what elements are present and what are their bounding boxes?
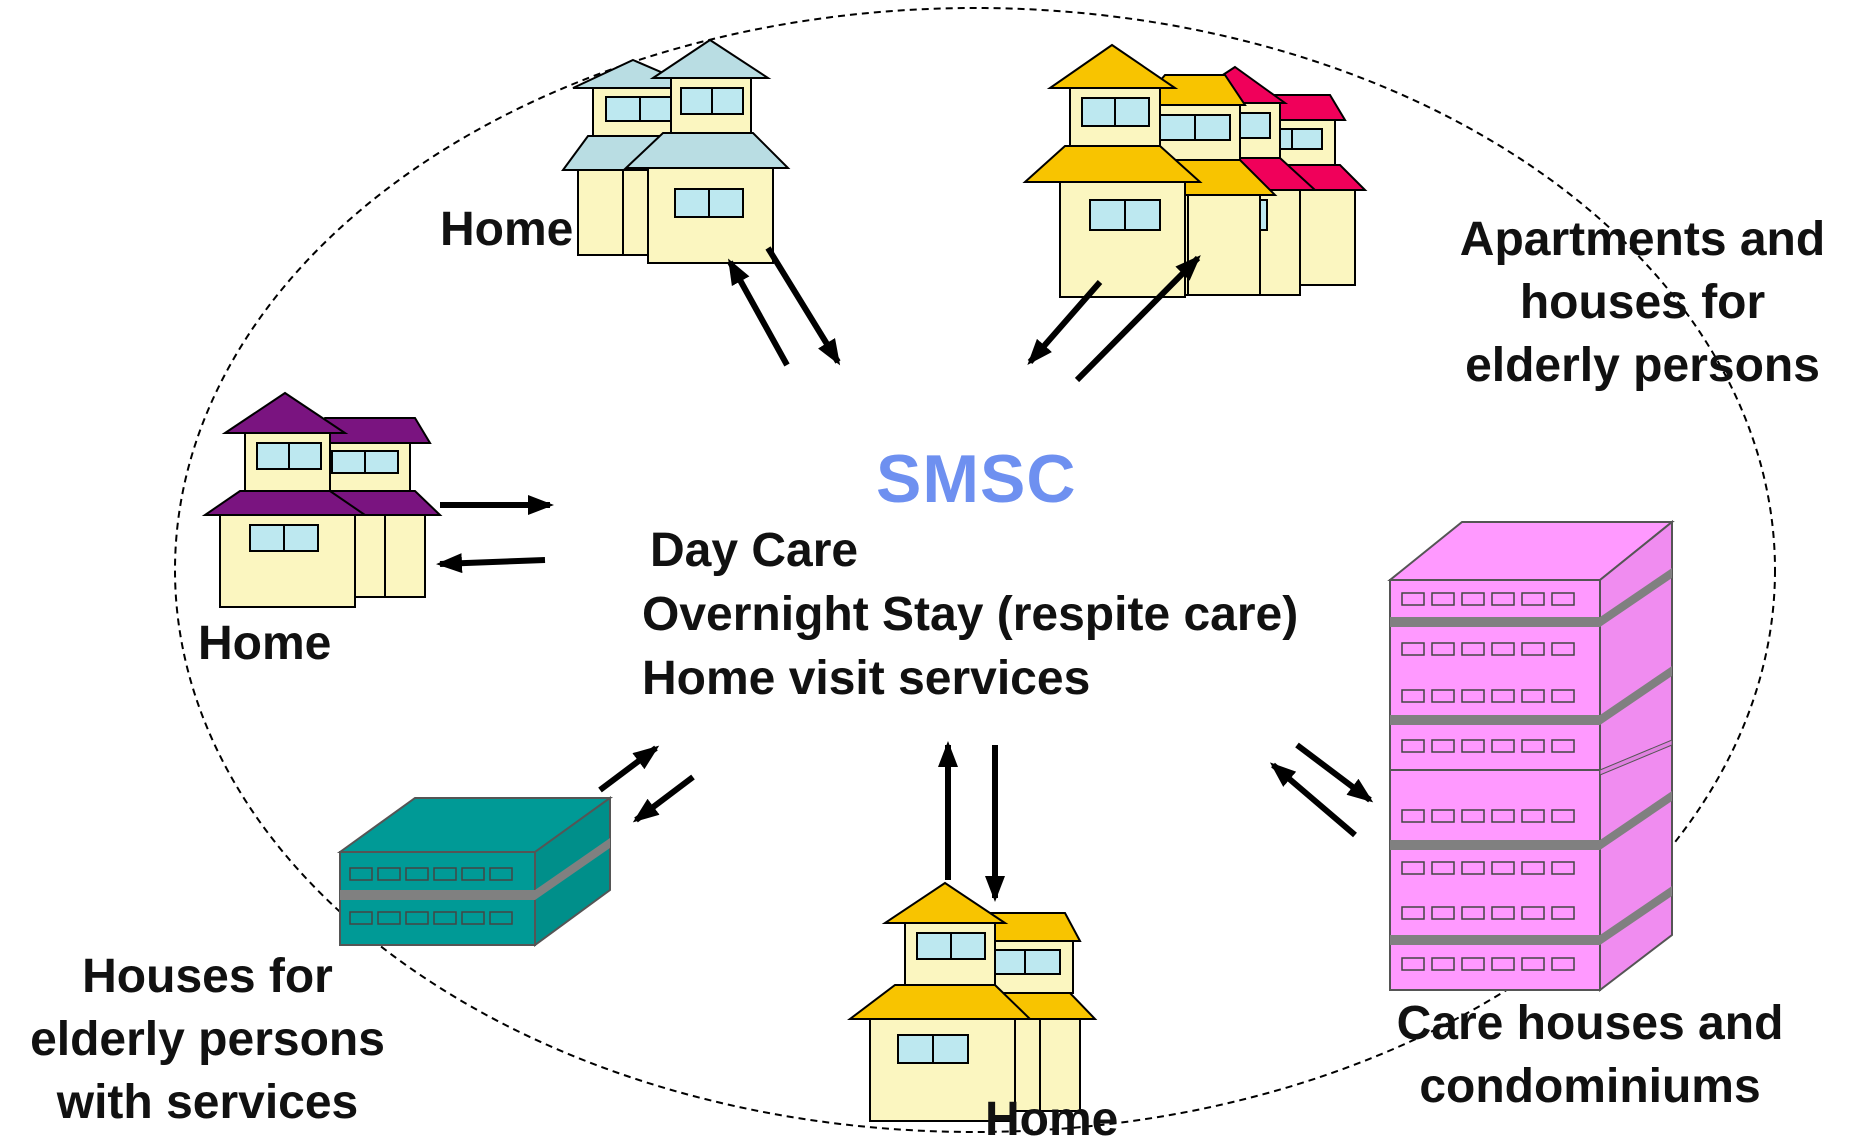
label-home-left: Home (198, 617, 332, 670)
boundary-ellipse (174, 7, 1776, 1133)
label-houses-with-services: Houses for elderly persons with services (0, 945, 415, 1134)
arrow-smsc-to-home-top (727, 258, 790, 367)
arrow-smsc-to-home-left (436, 553, 546, 574)
label-care-houses-line-1: Care houses and (1396, 997, 1784, 1050)
service-overnight-stay: Overnight Stay (respite care) (642, 588, 1299, 641)
arrow-home-top-to-smsc (765, 246, 841, 366)
smsc-title: SMSC (876, 441, 1077, 517)
home-left-icon: .rp{fill:#7a1480;stroke:#000;stroke-widt… (201, 391, 443, 608)
label-houses-with-services-line-3: with services (56, 1076, 359, 1129)
arrow-service-housing-to-smsc (598, 745, 660, 793)
label-apartments: Apartments and houses for elderly person… (1440, 208, 1845, 397)
care-house-building-icon (1387, 519, 1675, 993)
label-care-houses-line-2: condominiums (1419, 1060, 1761, 1113)
arrow-care-houses-to-smsc (1269, 762, 1357, 838)
home-top-icon: .r1{fill:#b9dde3;stroke:#000;stroke-widt… (561, 38, 791, 264)
service-home-visit: Home visit services (642, 652, 1091, 705)
service-day-care: Day Care (650, 524, 859, 577)
label-apartments-line-2: houses for (1519, 276, 1766, 329)
arrow-smsc-to-apartments (1074, 255, 1201, 383)
home-bottom-icon: .ry2{fill:#f8c400;stroke:#000;stroke-wid… (847, 881, 1098, 1122)
arrow-smsc-to-care-houses (1295, 742, 1374, 803)
flow-arrows (436, 246, 1374, 902)
label-care-houses: Care houses and condominiums (1370, 992, 1810, 1118)
apartments-icon: .ry{fill:#f8c400;stroke:#000;stroke-widt… (1022, 43, 1368, 298)
label-apartments-line-1: Apartments and (1459, 213, 1826, 266)
label-apartments-line-3: elderly persons (1465, 339, 1820, 392)
label-home-top: Home (440, 203, 574, 256)
arrow-apartments-to-smsc (1027, 280, 1103, 366)
arrow-smsc-to-service-housing (632, 774, 695, 823)
label-houses-with-services-line-2: elderly persons (30, 1013, 385, 1066)
label-houses-with-services-line-1: Houses for (82, 950, 333, 1003)
label-home-bottom: Home (985, 1093, 1119, 1146)
service-housing-building-icon (336, 796, 614, 947)
